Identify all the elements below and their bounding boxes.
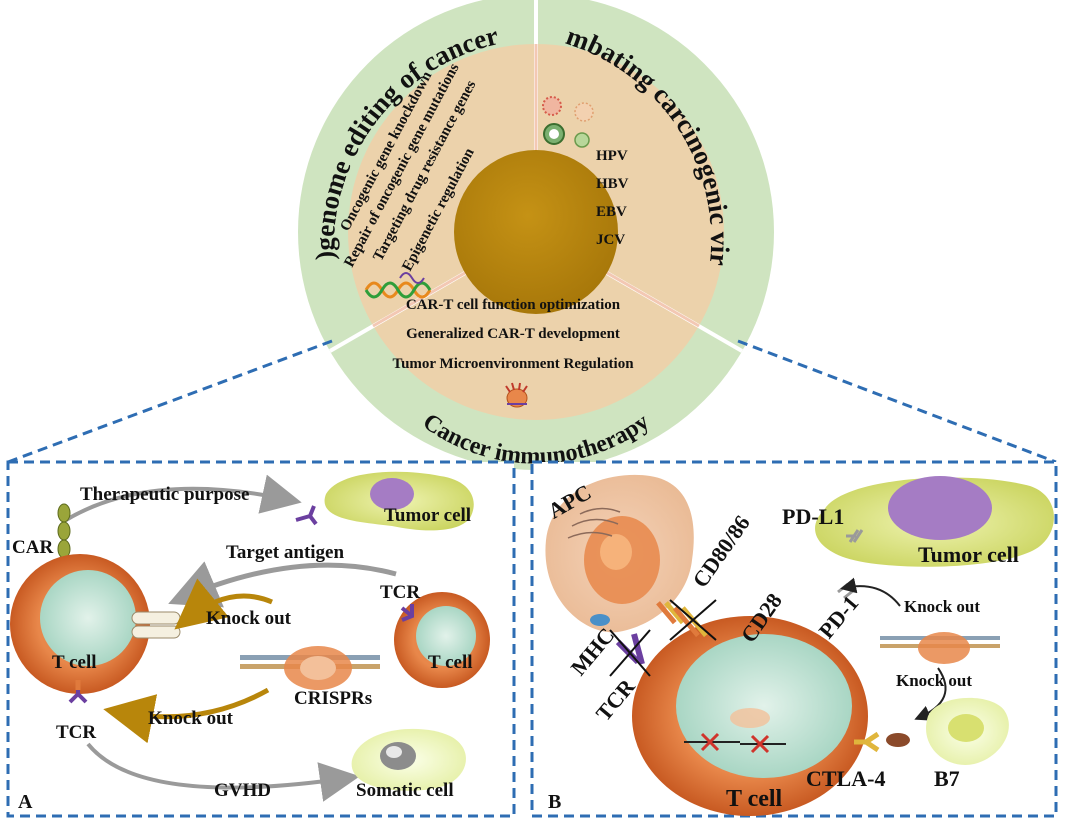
dna-knockout-marks [684,708,786,754]
tumor-cell-a-label: Tumor cell [384,505,471,526]
knock-out-label-ctla4: Knock out [896,671,972,690]
crispr-complex [240,646,380,690]
ctla-4-label: CTLA-4 [806,766,885,791]
virus-icon [542,96,562,116]
pd-l1-label: PD-L1 [782,504,844,529]
immuno-item: Tumor Microenvironment Regulation [392,356,634,372]
virus-item: HPV [596,148,628,164]
crisprs-label: CRISPRs [294,688,372,709]
knock-out-arrow-bottom [103,687,270,744]
dna-helix-icon [364,272,432,299]
panel-b: APC MHC CD80/86 Tumor cell PD-L1 PD-1 Kn… [530,460,1058,818]
t-cell-right-label: T cell [428,652,473,673]
tumor-cell-b-label: Tumor cell [918,542,1019,567]
t-cell-b-nucleus [676,634,852,778]
gvhd-arrow [86,742,360,802]
panel-b-letter: B [548,791,561,813]
tcr-b-icon [609,629,651,677]
apc-nucleus-core [600,534,632,570]
crispr-icon [505,382,528,408]
virus-item: JCV [596,232,625,248]
virus-core [549,129,559,139]
b7-label: B7 [934,766,960,791]
apc-er-lines [567,507,621,539]
tumor-nucleus-b [888,476,992,540]
panel-a: Therapeutic purpose Tumor cell CAR Targe… [6,460,516,818]
virus-item: EBV [596,204,627,220]
virus-icon [574,132,590,148]
immuno-item: CAR-T cell function optimization [406,297,621,313]
therapeutic-purpose-label: Therapeutic purpose [80,484,249,505]
center-hub [454,150,618,314]
somatic-nucleus-highlight [386,746,402,758]
virus-icons [542,96,594,148]
red-x-icon [750,734,770,754]
tcr-left-label: TCR [56,722,96,743]
tcr-right-label: TCR [380,582,420,603]
virus-item: HBV [596,176,629,192]
knock-out-label-bottom: Knock out [148,708,234,729]
ctla-4-icon [854,731,880,753]
virus-icon [574,102,594,122]
membrane-channel [131,611,181,625]
t-cell-right-nucleus [416,606,476,666]
t-cell-left-label: T cell [52,652,97,673]
cd80-86-icon [656,601,685,625]
knock-out-arrow-pd1 [840,577,901,607]
overview-wheel: (Epi)genome editing of cancer cells Comb… [0,0,774,470]
tcr-right-icon [400,604,414,622]
immuno-item: Generalized CAR-T development [406,326,620,342]
knock-out-label-pd1: Knock out [904,597,980,616]
knock-out-arrow-ctla4 [914,667,947,721]
panel-a-letter: A [18,791,33,813]
membrane-channel [131,625,181,639]
gvhd-label: GVHD [214,780,271,801]
t-cell-left-nucleus [40,570,136,666]
knock-out-label-top: Knock out [206,608,292,629]
connector-right [737,339,1057,464]
pd-l1-icon [846,529,864,543]
cas9-core [300,656,336,680]
t-cell-b-label: T cell [726,786,783,812]
red-x-icon [700,732,720,752]
b7-nucleus [948,714,984,742]
therapeutic-arrow [64,474,302,522]
crispr-complex-b [880,632,1000,664]
mhc-icon [590,614,610,626]
antigen-icon [295,505,318,526]
somatic-cell-label: Somatic cell [356,780,454,801]
knock-out-arrow-top [174,578,273,630]
cd28-icon [669,599,717,641]
target-antigen-label: Target antigen [226,542,344,563]
b7-ligand-icon [886,733,910,747]
connector-left [7,339,333,464]
car-label: CAR [12,537,53,558]
tumor-nucleus-a [370,478,414,510]
